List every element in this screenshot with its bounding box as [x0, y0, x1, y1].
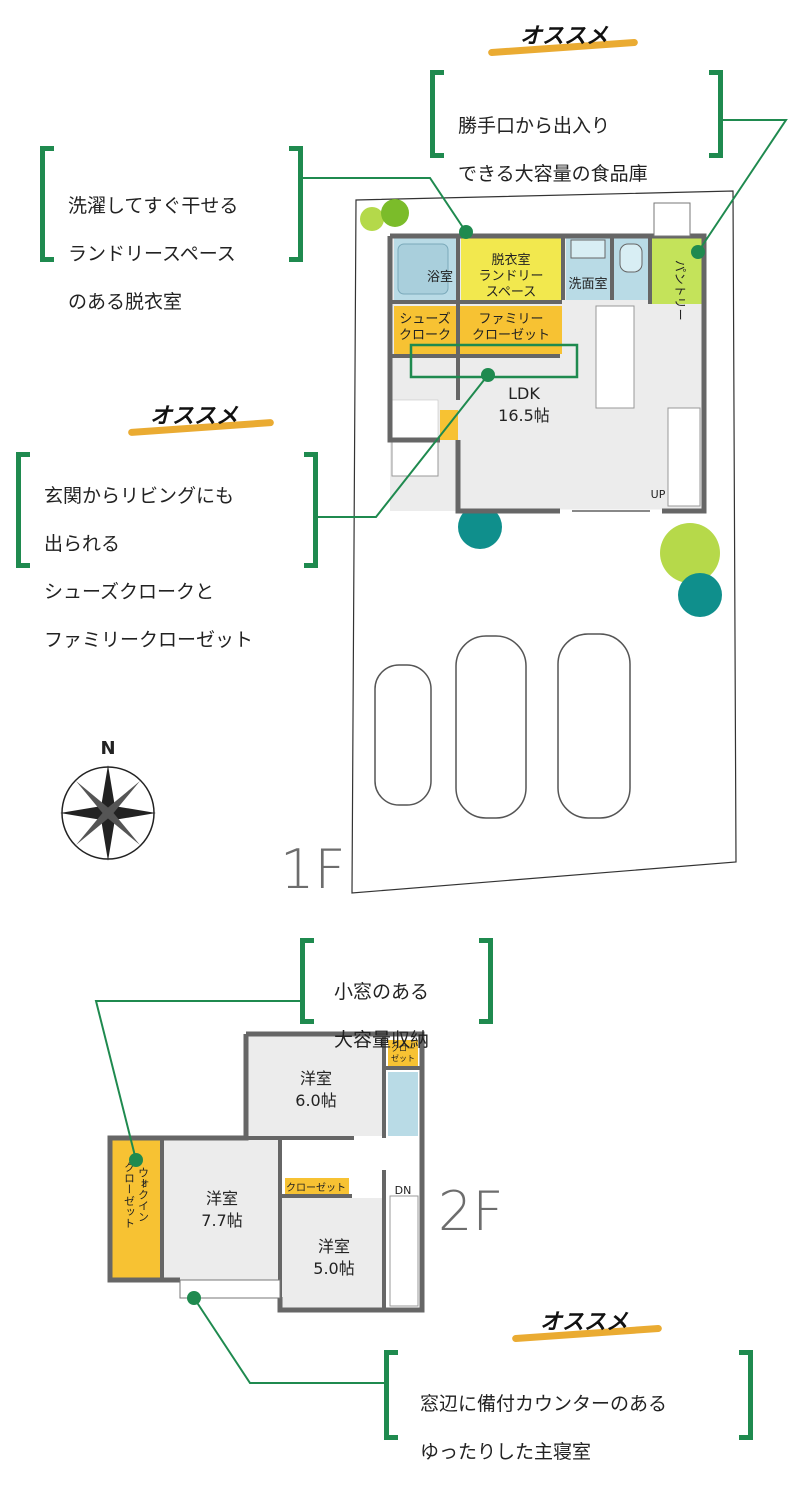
label-dressing-2: ランドリー — [478, 269, 543, 284]
callout-pantry: 勝手口から出入り できる大容量の食品庫 — [458, 90, 648, 210]
label-walkin-1: ウォ — [137, 1167, 150, 1189]
room-labels-1f: 浴室 脱衣室 ランドリー スペース 洗面室 シューズ クローク ファミリー クロ… — [399, 252, 687, 501]
label-room1-name: 洋室 — [300, 1069, 332, 1088]
callout-bedroom-line2: ゆったりした主寝室 — [420, 1441, 592, 1463]
label-dressing-3: スペース — [486, 285, 536, 300]
callout-bedroom-line1: 窓辺に備付カウンターのある — [420, 1393, 668, 1415]
callout-entrance-line4: ファミリークローゼット — [44, 629, 254, 651]
label-room3-name: 洋室 — [318, 1237, 350, 1256]
callout-laundry-line2: ランドリースペース — [68, 243, 236, 265]
label-ldk-2: 16.5帖 — [498, 406, 550, 425]
label-room3-size: 5.0帖 — [313, 1259, 354, 1278]
callout-storage-line2: 大容量収納 — [334, 1029, 430, 1051]
callout-bedroom: 窓辺に備付カウンターのある ゆったりした主寝室 — [420, 1368, 667, 1488]
callout-laundry: 洗濯してすぐ干せる ランドリースペース のある脱衣室 — [68, 170, 238, 338]
floor-label-2f: 2F — [438, 1180, 504, 1243]
callout-pantry-line2: できる大容量の食品庫 — [458, 163, 648, 185]
label-washroom: 洗面室 — [568, 276, 607, 292]
label-up: UP — [651, 488, 666, 501]
label-walkin-2: ークイン — [137, 1178, 150, 1222]
label-shoes-1: シューズ — [399, 311, 450, 327]
osusume-badge-2: オススメ — [150, 403, 239, 429]
label-closet-small-1: クロー — [391, 1044, 415, 1053]
callout-pantry-line1: 勝手口から出入り — [458, 115, 611, 137]
label-room2-size: 7.7帖 — [201, 1211, 242, 1230]
callout-entrance-line2: 出られる — [44, 533, 121, 555]
compass-rose: N — [60, 738, 156, 861]
callout-entrance-line3: シューズクロークと — [44, 580, 253, 604]
parking-cars — [374, 633, 631, 819]
callout-entrance-line1: 玄関からリビングにも — [44, 485, 235, 507]
label-bath: 浴室 — [427, 269, 453, 285]
osusume-badge-1: オススメ — [520, 23, 609, 49]
floor-label-1f: 1F — [280, 838, 346, 901]
label-walkin-4: ゼット — [123, 1195, 136, 1228]
building-1f — [387, 202, 707, 514]
osusume-badge-3: オススメ — [540, 1309, 629, 1335]
callout-entrance-line3-text: シューズクローク — [44, 581, 196, 603]
label-shoes-2: クローク — [399, 328, 451, 343]
label-room1-size: 6.0帖 — [295, 1091, 336, 1110]
label-ldk-1: LDK — [508, 384, 540, 403]
callout-brackets — [16, 70, 753, 1440]
compass-north: N — [100, 738, 115, 759]
label-walkin-3: クロー — [123, 1161, 136, 1194]
callout-dots — [129, 225, 705, 1305]
label-family-1: ファミリー — [478, 312, 543, 327]
callout-entrance: 玄関からリビングにも 出られる シューズクロークと ファミリークローゼット — [44, 460, 253, 676]
trees — [360, 199, 722, 617]
label-family-2: クローゼット — [472, 328, 550, 343]
room-labels-2f: 洋室 6.0帖 洋室 7.7帖 洋室 5.0帖 クロー ゼット クローゼット D… — [123, 1044, 416, 1278]
label-dn: DN — [395, 1184, 412, 1197]
building-2f — [107, 1031, 425, 1313]
label-room2-name: 洋室 — [206, 1189, 238, 1208]
label-closet: クローゼット — [286, 1182, 346, 1194]
callout-leaders — [94, 119, 788, 1384]
label-dressing-1: 脱衣室 — [491, 252, 530, 268]
floor-plan: 浴室 脱衣室 ランドリー スペース 洗面室 シューズ クローク ファミリー クロ… — [16, 70, 788, 1440]
callout-storage: 小窓のある 大容量収納 — [334, 956, 429, 1076]
callout-storage-line1: 小窓のある — [334, 981, 430, 1003]
callout-laundry-line3: のある脱衣室 — [68, 291, 183, 313]
label-pantry: パントリー — [673, 260, 687, 321]
callout-laundry-line1: 洗濯してすぐ干せる — [68, 195, 239, 217]
callout-entrance-joiner: と — [195, 581, 215, 603]
label-closet-small-2: ゼット — [391, 1053, 415, 1063]
